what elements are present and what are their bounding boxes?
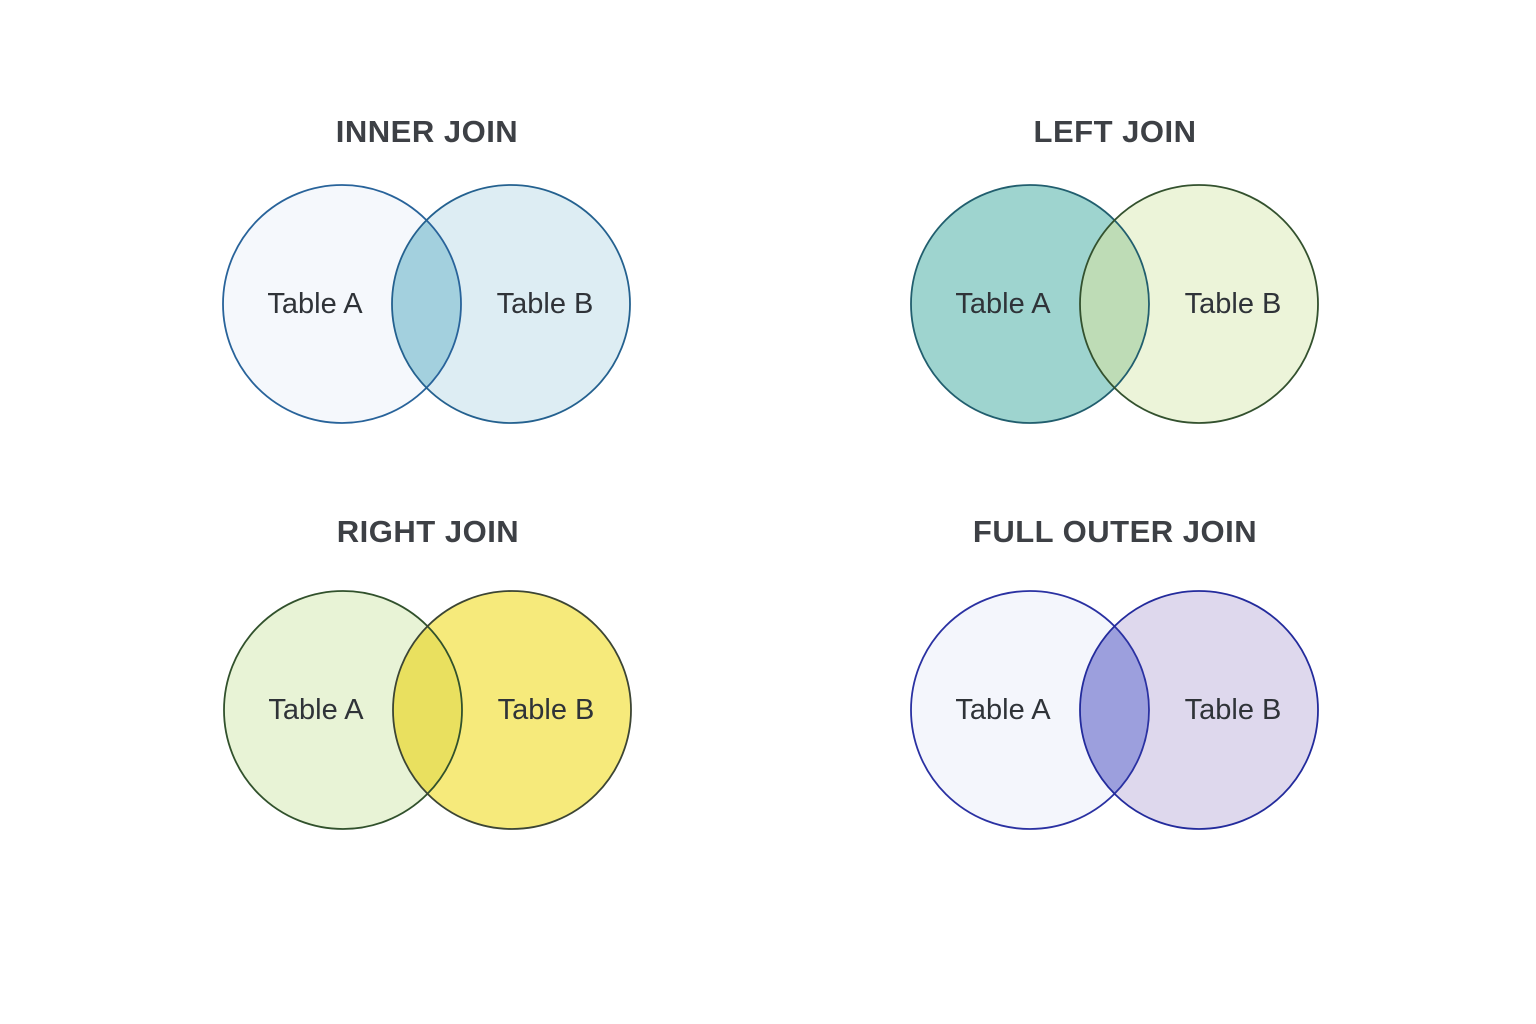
circle-a-outline — [222, 184, 462, 424]
circle-a — [224, 591, 462, 829]
circle-b — [1080, 591, 1318, 829]
venn-diagram-left-join: Table A Table B — [910, 184, 1319, 424]
table-b-label: Table B — [1185, 694, 1282, 726]
venn-diagram-inner-join: Table A Table B — [222, 184, 631, 424]
circle-b-outline — [1079, 184, 1319, 424]
venn-cell-inner-join: INNER JOIN Table A Table B — [137, 112, 717, 454]
table-b-label: Table B — [497, 288, 594, 320]
diagram-title: LEFT JOIN — [1033, 114, 1197, 149]
table-a-label: Table A — [267, 288, 363, 320]
table-b-label: Table B — [1185, 288, 1282, 320]
circle-a — [911, 185, 1149, 423]
circle-b — [393, 591, 631, 829]
table-a-label: Table A — [268, 694, 364, 726]
circle-b — [392, 185, 630, 423]
circle-b-outline — [1079, 590, 1319, 830]
circle-b-outline — [392, 590, 632, 830]
circle-b — [1080, 185, 1318, 423]
diagram-title: FULL OUTER JOIN — [972, 514, 1258, 549]
circle-b-outline — [391, 184, 631, 424]
venn-cell-right-join: RIGHT JOIN Table A Table B — [138, 512, 718, 860]
venn-cell-left-join: LEFT JOIN Table A Table B — [825, 112, 1405, 454]
circle-a — [911, 591, 1149, 829]
venn-cell-full-outer-join: FULL OUTER JOIN Table A Table B — [825, 512, 1405, 860]
table-a-label: Table A — [955, 694, 1051, 726]
circle-a — [223, 185, 461, 423]
diagram-title: RIGHT JOIN — [336, 514, 520, 549]
table-b-label: Table B — [498, 694, 595, 726]
venn-diagram-full-outer-join: Table A Table B — [910, 590, 1319, 830]
diagram-title: INNER JOIN — [335, 114, 519, 149]
circle-a-outline — [223, 590, 463, 830]
venn-diagram-right-join: Table A Table B — [223, 590, 632, 830]
circle-a-outline — [910, 590, 1150, 830]
circle-a-outline — [910, 184, 1150, 424]
table-a-label: Table A — [955, 288, 1051, 320]
